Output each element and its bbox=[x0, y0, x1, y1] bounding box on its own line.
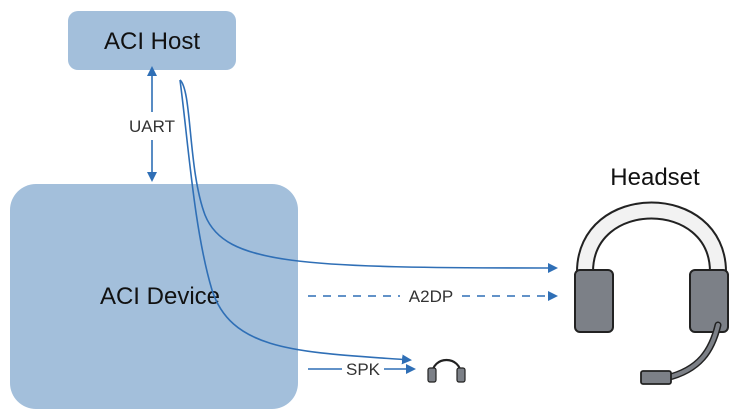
host-to-spk-curve bbox=[179, 79, 412, 365]
headset-icon bbox=[574, 201, 729, 385]
spk-link: SPK bbox=[308, 360, 416, 379]
uart-link: UART bbox=[129, 66, 175, 182]
headphones-icon bbox=[427, 359, 466, 383]
spk-label: SPK bbox=[346, 360, 381, 379]
aci-host-label: ACI Host bbox=[104, 28, 200, 55]
a2dp-label: A2DP bbox=[409, 287, 453, 306]
a2dp-link: A2DP bbox=[308, 287, 558, 306]
aci-device-label: ACI Device bbox=[100, 283, 220, 310]
aci-device-node: ACI Device bbox=[10, 184, 298, 409]
uart-label: UART bbox=[129, 117, 175, 136]
host-to-headset-curve bbox=[179, 79, 558, 273]
headset-label: Headset bbox=[610, 164, 700, 191]
aci-host-node: ACI Host bbox=[68, 11, 236, 70]
